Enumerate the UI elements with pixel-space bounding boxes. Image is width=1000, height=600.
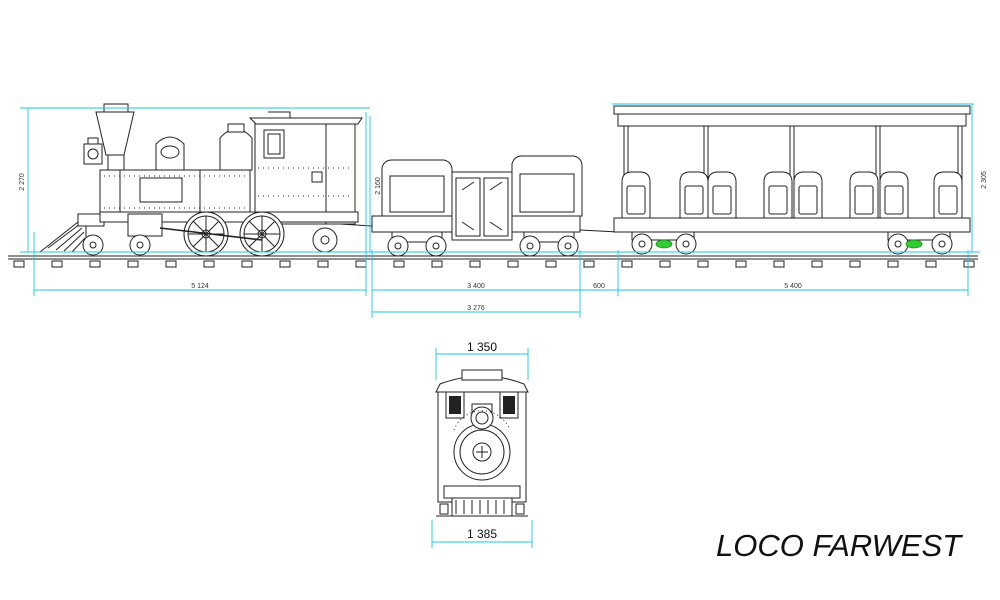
sleeper xyxy=(355,260,367,268)
sleeper xyxy=(469,260,481,268)
dim-front-width-bottom: 1 385 xyxy=(467,527,497,541)
sleeper xyxy=(925,260,937,268)
coach-side-view xyxy=(613,105,971,255)
sleeper xyxy=(621,260,633,268)
sleeper xyxy=(165,260,177,268)
seat xyxy=(793,171,823,219)
seat xyxy=(707,171,737,219)
sleeper xyxy=(13,260,25,268)
coach-posts xyxy=(623,125,963,219)
sleeper xyxy=(735,260,747,268)
seat xyxy=(763,171,793,219)
dim-loco-height: 2 270 xyxy=(19,173,26,191)
sleeper xyxy=(583,260,595,268)
sleeper xyxy=(393,260,405,268)
sleeper xyxy=(887,260,899,268)
track xyxy=(8,255,978,268)
dim-loco-length: 5 124 xyxy=(191,283,209,290)
sleeper xyxy=(203,260,215,268)
brand-title: LOCO FARWEST xyxy=(716,528,962,563)
dim-overall-tender: 3 276 xyxy=(467,305,485,312)
coach-seats xyxy=(621,171,963,219)
sleeper xyxy=(431,260,443,268)
sleeper xyxy=(963,260,975,268)
sleeper xyxy=(89,260,101,268)
seat xyxy=(879,171,909,219)
side-dimension-lines xyxy=(20,103,980,318)
sleeper xyxy=(127,260,139,268)
locomotive-side-view xyxy=(38,103,373,257)
seat xyxy=(621,171,651,219)
track-sleepers xyxy=(13,260,975,268)
locomotive-front-view: 1 350 1 385 xyxy=(431,340,533,548)
dim-tender-length: 3 400 xyxy=(467,283,485,290)
sleeper xyxy=(811,260,823,268)
seat xyxy=(679,171,709,219)
dim-coach-height: 2 305 xyxy=(981,171,988,189)
sleeper xyxy=(773,260,785,268)
dim-coach-length: 5 400 xyxy=(784,283,802,290)
sleeper xyxy=(849,260,861,268)
seat xyxy=(933,171,963,219)
seat xyxy=(849,171,879,219)
sleeper xyxy=(507,260,519,268)
dim-gap: 600 xyxy=(593,283,605,290)
sleeper xyxy=(51,260,63,268)
dim-front-width-top: 1 350 xyxy=(467,340,497,354)
sleeper xyxy=(659,260,671,268)
sleeper xyxy=(697,260,709,268)
sleeper xyxy=(279,260,291,268)
dimension-labels: 5 124 3 400 600 5 400 3 276 2 270 2 160 … xyxy=(19,171,988,312)
dim-tender-height: 2 160 xyxy=(375,177,382,195)
sleeper xyxy=(545,260,557,268)
sleeper xyxy=(241,260,253,268)
tender-side-view xyxy=(371,155,619,257)
sleeper xyxy=(317,260,329,268)
